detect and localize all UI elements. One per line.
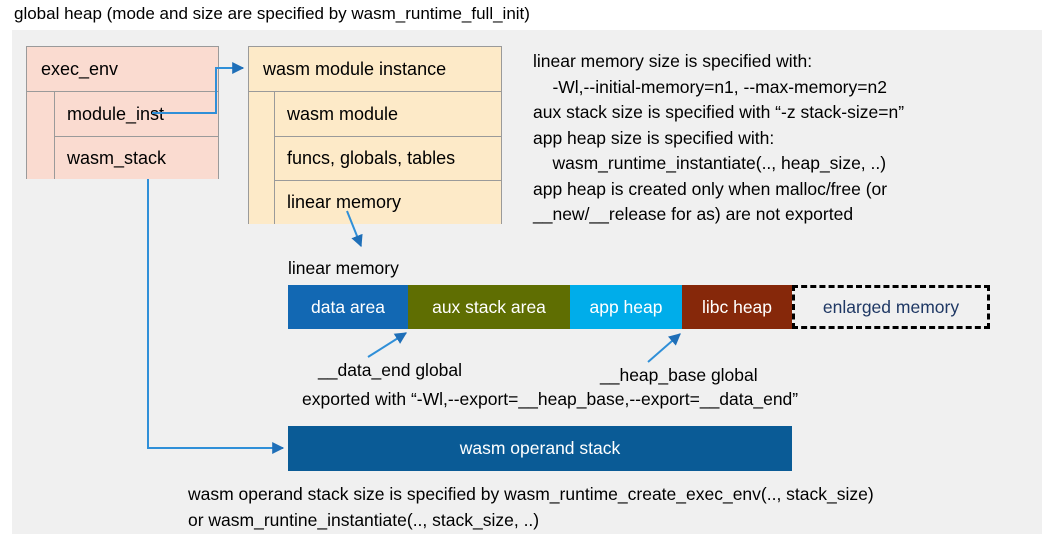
exec-env-gutter (27, 92, 55, 179)
row-wasm-module: wasm module (275, 92, 501, 136)
row-funcs-globals-tables: funcs, globals, tables (275, 136, 501, 180)
wasm-module-instance-body: wasm module funcs, globals, tables linea… (249, 92, 501, 224)
annotation-data-end: __data_end global (318, 360, 463, 380)
linear-memory-label: linear memory (288, 258, 399, 278)
annotation-heap-base: __heap_base global (600, 365, 758, 385)
segment-app-heap: app heap (570, 285, 682, 329)
row-linear-memory: linear memory (275, 180, 501, 224)
footer-text: wasm operand stack size is specified by … (188, 484, 874, 530)
notes-text: linear memory size is specified with: -W… (533, 51, 905, 224)
exec-env-box: exec_env module_inst wasm_stack (26, 46, 219, 179)
segment-data-area: data area (288, 285, 408, 329)
annotation-exported-with: exported with “-Wl,--export=__heap_base,… (302, 389, 799, 409)
exec-env-header: exec_env (27, 47, 218, 92)
exec-env-row-wasm-stack: wasm_stack (55, 136, 218, 179)
segment-enlarged-memory: enlarged memory (792, 285, 990, 329)
segment-aux-stack-area: aux stack area (408, 285, 570, 329)
exec-env-row-module-inst: module_inst (55, 92, 218, 136)
wasm-module-instance-box: wasm module instance wasm module funcs, … (248, 46, 502, 224)
exec-env-rows: module_inst wasm_stack (55, 92, 218, 179)
linear-memory-bar: data area aux stack area app heap libc h… (288, 285, 990, 329)
exec-env-body: module_inst wasm_stack (27, 92, 218, 179)
segment-libc-heap: libc heap (682, 285, 792, 329)
wasm-operand-stack-bar: wasm operand stack (288, 426, 792, 471)
wasm-module-instance-rows: wasm module funcs, globals, tables linea… (275, 92, 501, 224)
page-title: global heap (mode and size are specified… (14, 4, 530, 23)
wasm-module-instance-header: wasm module instance (249, 47, 501, 92)
wasm-module-instance-gutter (249, 92, 275, 224)
